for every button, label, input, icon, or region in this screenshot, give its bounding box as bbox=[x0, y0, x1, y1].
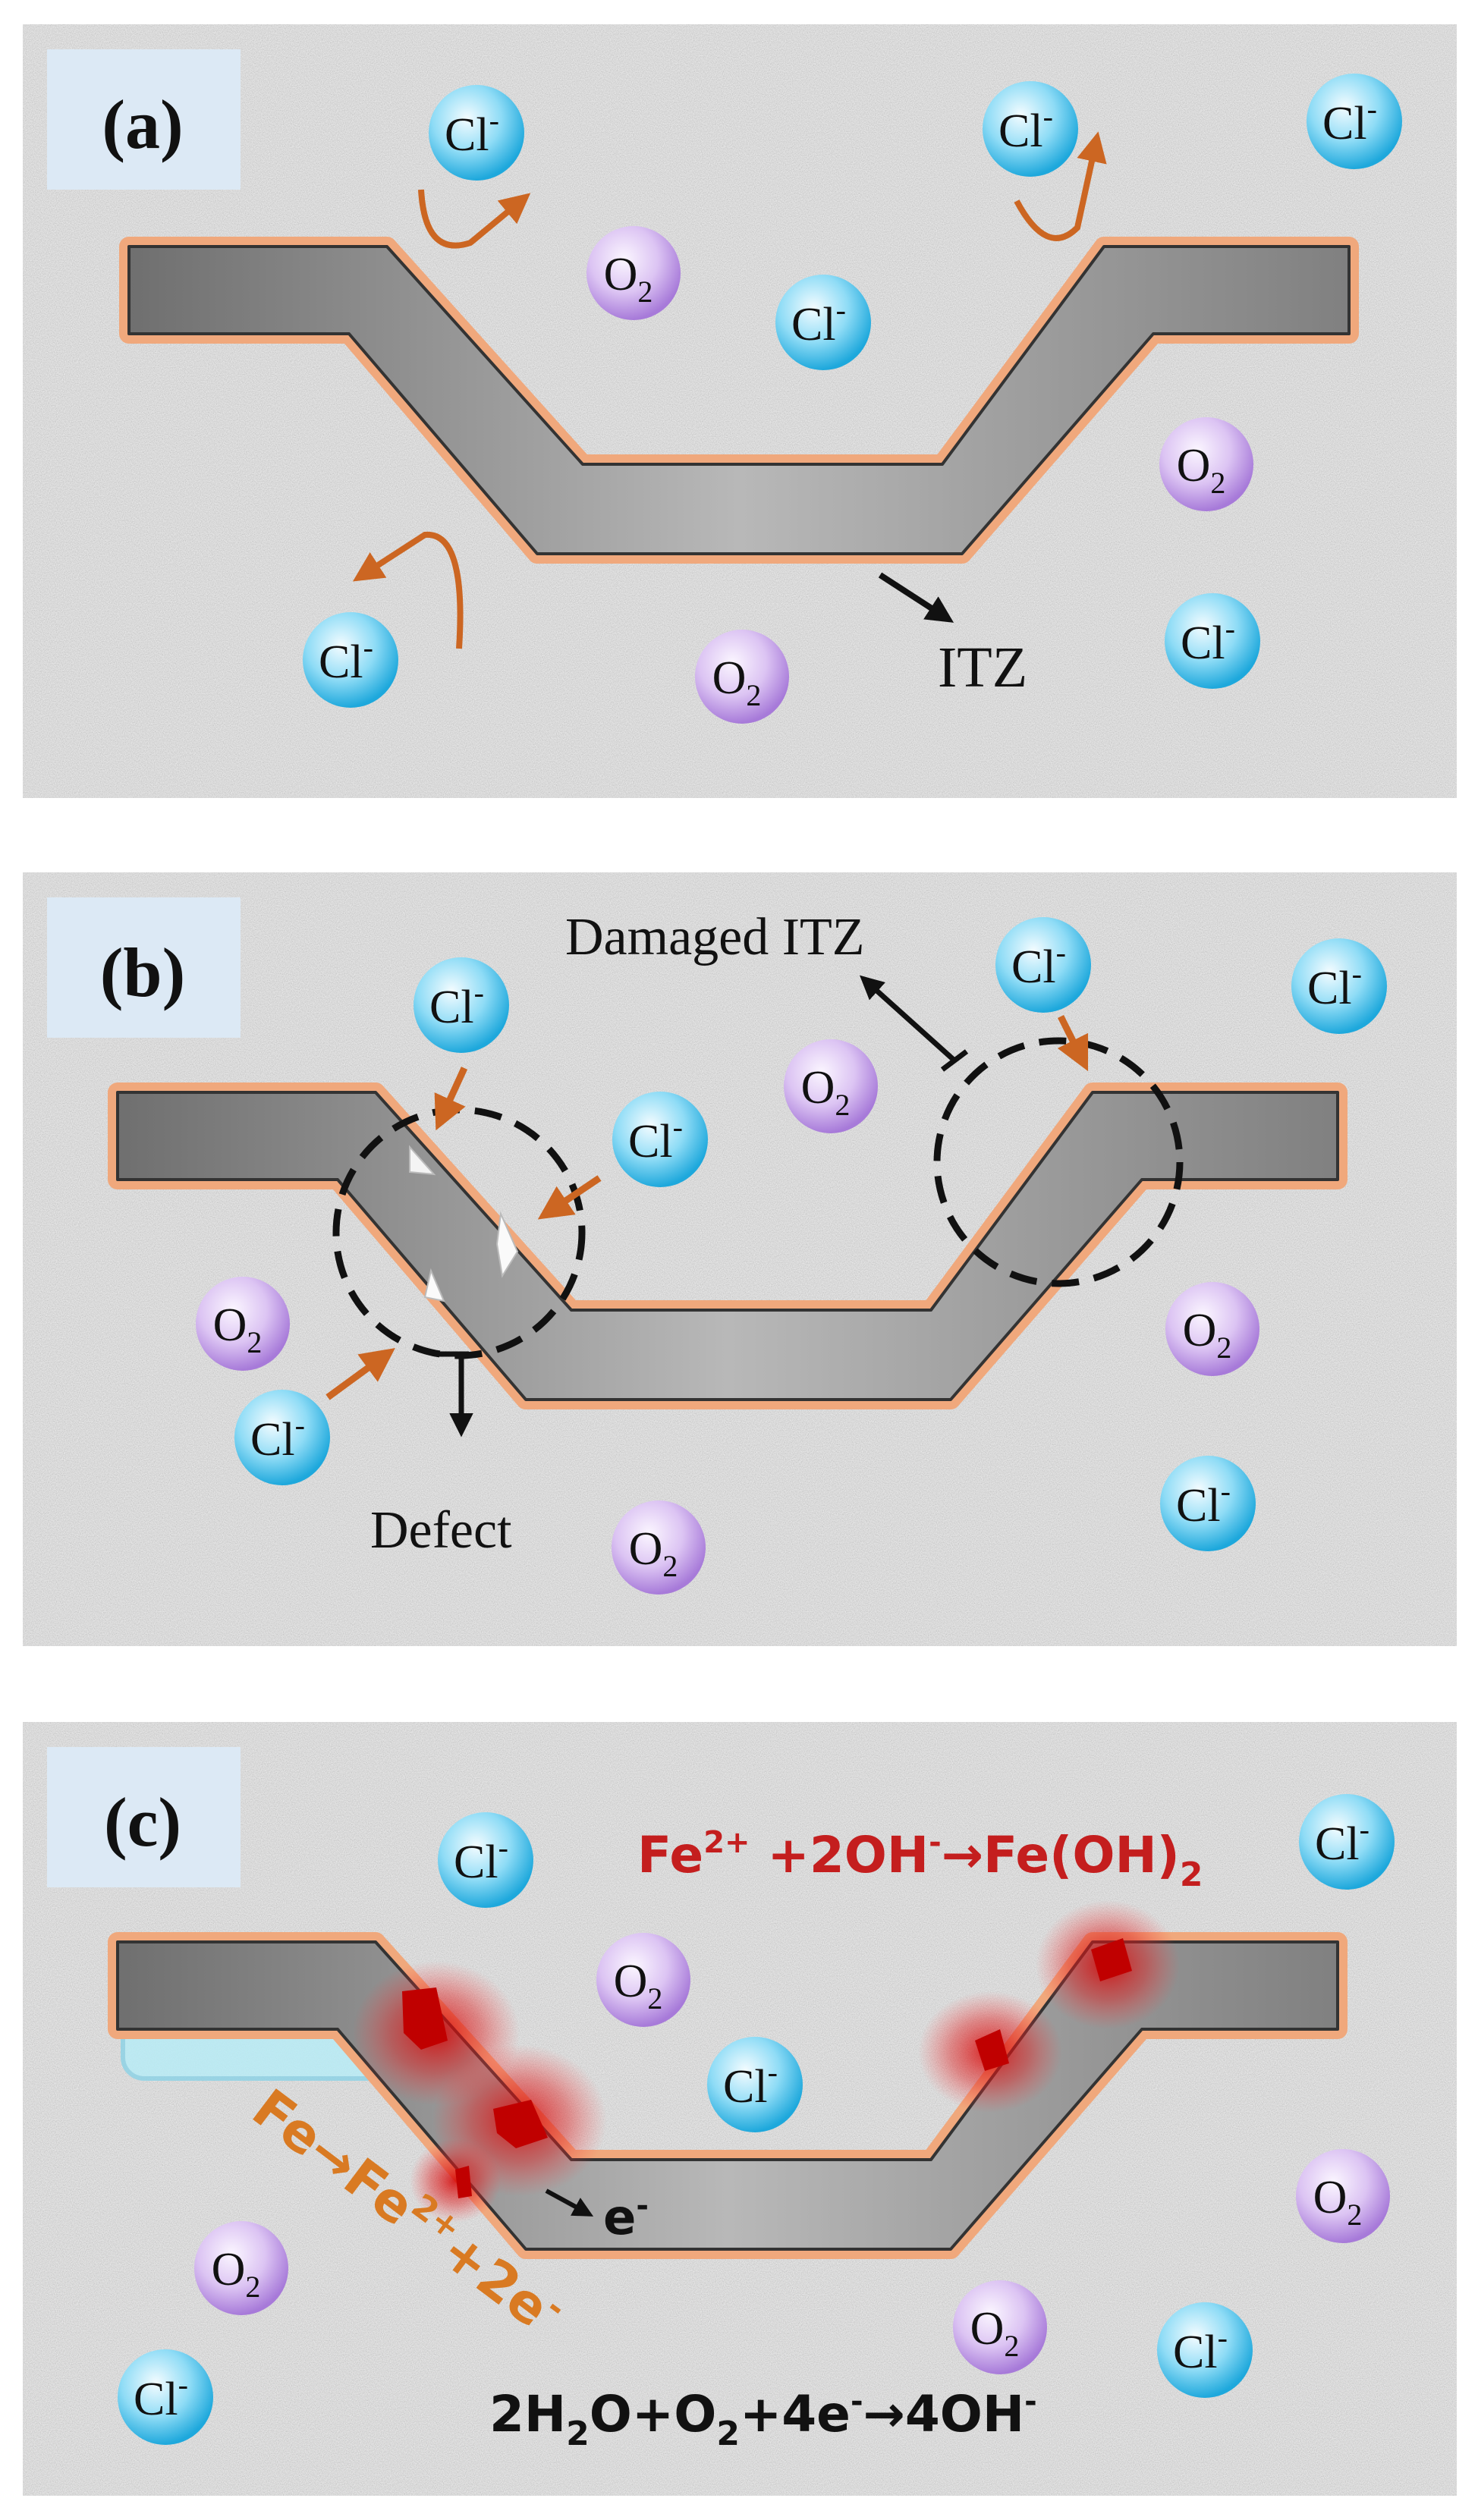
svg-text:Cl-: Cl- bbox=[319, 630, 373, 688]
svg-text:O2: O2 bbox=[712, 652, 762, 712]
oxygen-molecule: O2 bbox=[596, 1933, 690, 2027]
svg-text:O2: O2 bbox=[801, 1062, 851, 1122]
panel-label: (b) bbox=[100, 934, 185, 1011]
svg-text:Cl-: Cl- bbox=[628, 1110, 683, 1167]
panel-label: (c) bbox=[104, 1783, 181, 1861]
crack-defect bbox=[495, 1211, 519, 1278]
deflection-arrow bbox=[418, 189, 531, 249]
itz-pointer-arrow bbox=[878, 572, 954, 623]
defect-label: Defect bbox=[370, 1501, 512, 1560]
pointer-tick bbox=[940, 1049, 969, 1072]
svg-text:Cl-: Cl- bbox=[1011, 935, 1066, 993]
svg-text:O2: O2 bbox=[212, 2244, 261, 2304]
panel-label-box bbox=[47, 897, 241, 1038]
chloride-ion: Cl- bbox=[1157, 2302, 1253, 2398]
oxygen-molecule: O2 bbox=[695, 630, 789, 724]
svg-text:O2: O2 bbox=[1183, 1305, 1232, 1365]
chloride-ion: Cl- bbox=[234, 1390, 330, 1485]
svg-text:O2: O2 bbox=[1177, 440, 1226, 500]
chloride-ion: Cl- bbox=[995, 917, 1091, 1013]
penetration-arrow bbox=[537, 1175, 602, 1220]
corrosion-glow bbox=[410, 2139, 501, 2223]
chloride-ion: Cl- bbox=[429, 85, 524, 181]
crack-defect bbox=[409, 1145, 436, 1176]
chloride-ion: Cl- bbox=[775, 275, 871, 370]
svg-text:Cl-: Cl- bbox=[445, 103, 499, 161]
rust-product bbox=[402, 1987, 448, 2050]
svg-text:O2: O2 bbox=[213, 1299, 263, 1359]
penetration-arrow bbox=[434, 1067, 468, 1131]
chloride-ion: Cl- bbox=[612, 1092, 708, 1187]
panel-b: (b) Damaged ITZ Defect Cl- bbox=[23, 872, 1457, 1646]
svg-text:O2: O2 bbox=[614, 1956, 663, 2016]
itz-label: ITZ bbox=[938, 636, 1027, 699]
chloride-ion: Cl- bbox=[707, 2037, 803, 2132]
penetration-arrow bbox=[1057, 1014, 1089, 1072]
chloride-ion: Cl- bbox=[1160, 1456, 1256, 1551]
svg-text:Cl-: Cl- bbox=[134, 2368, 188, 2425]
oxygen-molecule: O2 bbox=[1296, 2149, 1390, 2243]
chloride-ion: Cl- bbox=[1291, 938, 1387, 1034]
svg-text:O2: O2 bbox=[1313, 2172, 1363, 2232]
oxygen-molecule: O2 bbox=[612, 1500, 706, 1595]
chloride-ion: Cl- bbox=[1307, 74, 1402, 169]
svg-text:Cl-: Cl- bbox=[250, 1408, 305, 1466]
panel-a: (a) ITZ Cl- Cl- Cl- Cl- bbox=[23, 24, 1457, 798]
svg-text:Cl-: Cl- bbox=[1315, 1812, 1370, 1870]
damaged-itz-label: Damaged ITZ bbox=[565, 908, 865, 966]
damaged-itz-pointer bbox=[859, 975, 957, 1063]
electron-flow-arrow bbox=[545, 2189, 594, 2217]
svg-text:Cl-: Cl- bbox=[1307, 957, 1362, 1014]
chloride-ion: Cl- bbox=[414, 957, 509, 1053]
penetration-arrow bbox=[325, 1348, 395, 1400]
svg-text:Cl-: Cl- bbox=[723, 2055, 778, 2113]
deflection-arrow bbox=[1014, 131, 1107, 241]
chloride-ion: Cl- bbox=[1299, 1794, 1395, 1890]
svg-text:Cl-: Cl- bbox=[998, 99, 1053, 157]
svg-text:Cl-: Cl- bbox=[1322, 92, 1377, 149]
svg-text:Cl-: Cl- bbox=[1176, 1474, 1231, 1532]
oxygen-molecule: O2 bbox=[196, 1277, 290, 1371]
cathodic-reaction-equation: 2H2O+O2+4e-→4OH- bbox=[489, 2384, 1037, 2453]
oxygen-molecule: O2 bbox=[1165, 1282, 1259, 1376]
svg-text:Cl-: Cl- bbox=[1173, 2320, 1228, 2378]
rust-product bbox=[975, 2029, 1009, 2071]
deflection-arrow bbox=[352, 531, 464, 649]
rust-product bbox=[455, 2166, 472, 2198]
chloride-ion: Cl- bbox=[1165, 593, 1260, 689]
panel-label-box bbox=[47, 1747, 241, 1887]
svg-text:Cl-: Cl- bbox=[429, 976, 484, 1033]
panel-label: (a) bbox=[102, 86, 183, 163]
svg-text:O2: O2 bbox=[604, 249, 653, 309]
oxygen-molecule: O2 bbox=[1159, 417, 1253, 511]
svg-text:O2: O2 bbox=[629, 1523, 678, 1583]
oxygen-molecule: O2 bbox=[953, 2280, 1047, 2374]
oxygen-molecule: O2 bbox=[784, 1039, 878, 1133]
ferrous-hydroxide-equation: Fe2+ +2OH-→Fe(OH)2 bbox=[637, 1825, 1203, 1894]
svg-text:Cl-: Cl- bbox=[454, 1830, 508, 1888]
rust-product bbox=[493, 2100, 548, 2148]
svg-text:Cl-: Cl- bbox=[1181, 611, 1235, 669]
rust-product bbox=[1091, 1938, 1132, 1981]
chloride-ion: Cl- bbox=[438, 1812, 533, 1908]
panel-c: (c) e- Fe2+ +2OH-→Fe(OH)2 Fe→Fe2++2e- 2H… bbox=[23, 1722, 1457, 2496]
chloride-ion: Cl- bbox=[983, 81, 1078, 177]
panel-label-box bbox=[47, 49, 241, 190]
svg-text:Cl-: Cl- bbox=[791, 293, 846, 350]
crack-defect bbox=[423, 1268, 445, 1302]
chloride-ion: Cl- bbox=[303, 612, 398, 708]
svg-text:O2: O2 bbox=[970, 2303, 1020, 2363]
oxygen-molecule: O2 bbox=[586, 226, 681, 320]
oxygen-molecule: O2 bbox=[194, 2221, 288, 2315]
chloride-ion: Cl- bbox=[118, 2349, 213, 2445]
electron-label: e- bbox=[603, 2189, 649, 2246]
